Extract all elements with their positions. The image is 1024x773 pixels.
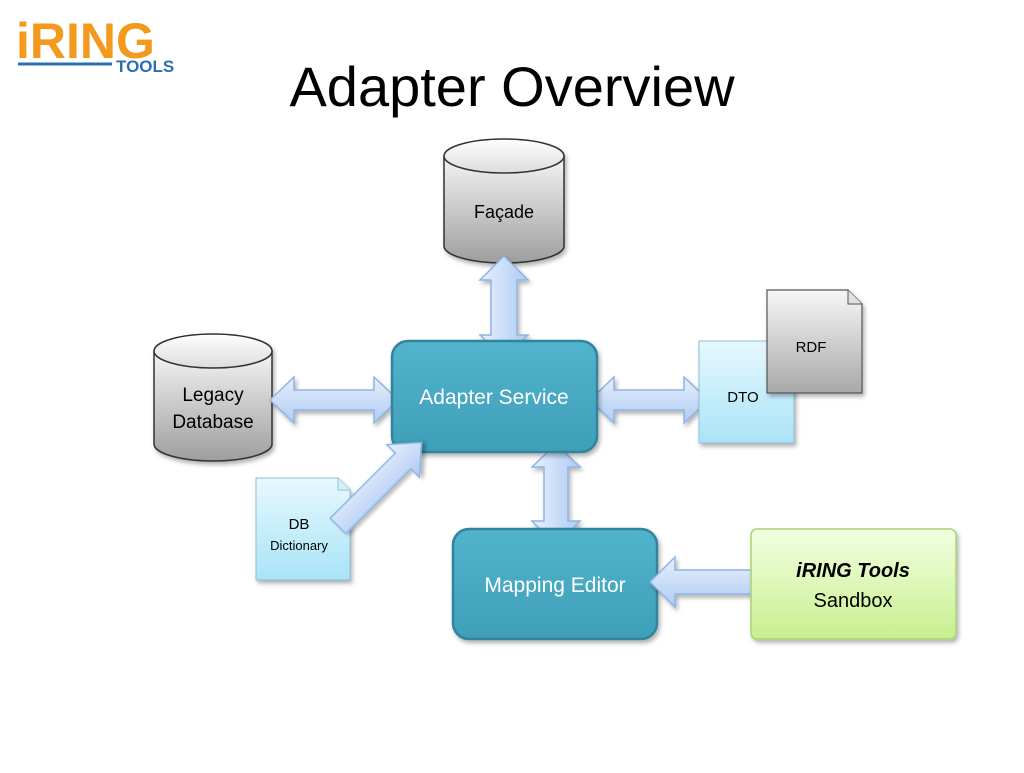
dto-label: DTO <box>727 389 758 406</box>
logo-sub-text: TOOLS <box>116 57 174 76</box>
sandbox-label-line1: iRING Tools <box>796 560 910 582</box>
db-dictionary-label-line1: DB <box>289 516 310 533</box>
sandbox-label-line2: Sandbox <box>814 590 893 612</box>
adapter-service-box <box>390 339 599 454</box>
slide-title: Adapter Overview <box>289 55 735 118</box>
rdf-label: RDF <box>796 339 827 356</box>
mapping-editor-label: Mapping Editor <box>484 574 625 597</box>
rdf-document <box>766 289 863 394</box>
iring-tools-logo: iRING TOOLS <box>16 13 174 76</box>
arrow-sandbox-mapping <box>648 555 758 609</box>
logo-main-text: iRING <box>16 13 155 69</box>
legacy-db-label-line2: Database <box>172 412 253 433</box>
legacy-database-cylinder <box>153 333 273 462</box>
arrow-legacy-adapter <box>268 375 400 425</box>
arrow-adapter-dto <box>588 375 710 425</box>
db-dictionary-document <box>255 477 351 581</box>
adapter-service-label: Adapter Service <box>419 386 568 409</box>
facade-cylinder <box>443 138 565 264</box>
arrow-dictionary-adapter <box>329 441 423 535</box>
legacy-db-label-line1: Legacy <box>182 385 244 406</box>
sandbox-box <box>750 528 957 640</box>
facade-label: Façade <box>474 202 534 222</box>
db-dictionary-label-line2: Dictionary <box>270 538 328 553</box>
